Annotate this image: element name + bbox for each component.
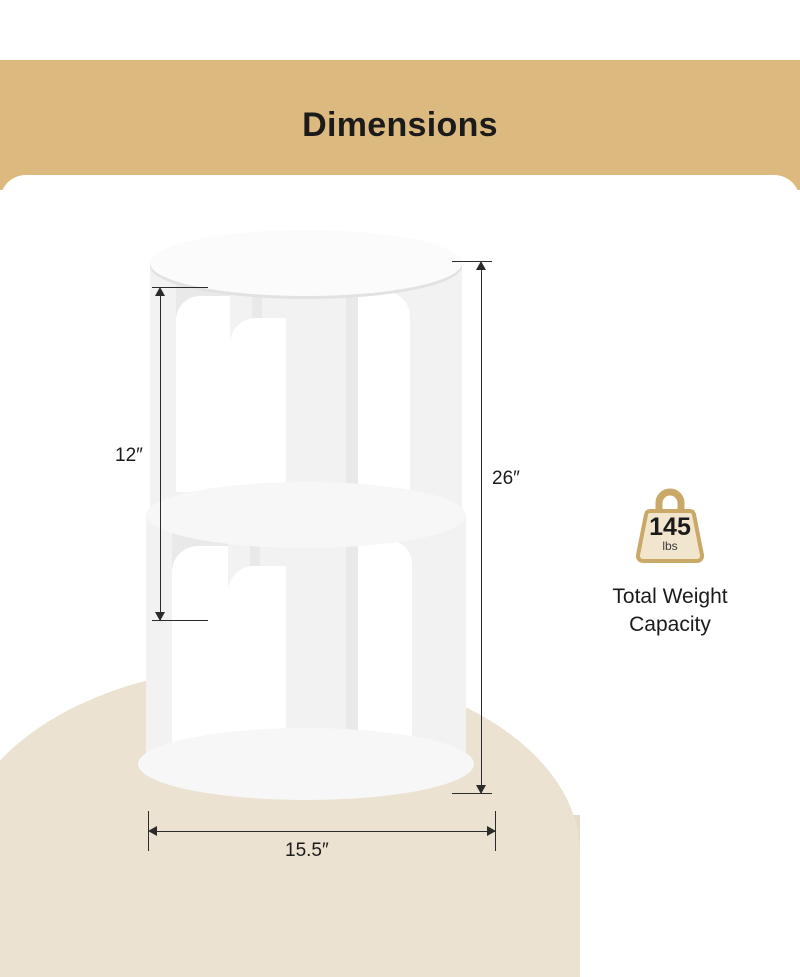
capacity-label-line2: Capacity <box>629 613 711 637</box>
base-board <box>138 728 474 800</box>
dim-label-diameter: 15.5″ <box>285 840 329 861</box>
divider-upper-right-inner <box>346 272 358 500</box>
dim-arrow-diameter-right <box>487 826 496 836</box>
dim-line-shelf-height <box>160 290 161 620</box>
dim-tick-diameter-right <box>495 811 496 851</box>
dim-label-shelf-height: 12″ <box>115 445 143 466</box>
header-inner: Dimensions <box>0 60 800 190</box>
capacity-label-line1: Total Weight <box>612 585 728 608</box>
rotating-bookshelf <box>138 230 480 830</box>
divider-lower-center-front <box>228 566 286 752</box>
dim-line-diameter <box>152 831 496 832</box>
divider-upper-center-front <box>230 318 286 498</box>
dim-arrow-total-height-top <box>476 261 486 270</box>
product-illustration: 12″ 26″ 15.5″ 145 lbs Total Weight Ca <box>0 175 800 977</box>
dim-label-total-height: 26″ <box>492 468 520 489</box>
header-band: Dimensions <box>0 60 800 190</box>
weight-unit: lbs <box>662 539 678 553</box>
middle-board <box>146 482 466 548</box>
dim-line-total-height <box>481 265 482 793</box>
dim-tick-total-bottom <box>452 793 492 794</box>
dim-tick-shelf-top <box>152 287 208 288</box>
dim-tick-shelf-bottom <box>152 620 208 621</box>
dim-tick-total-top <box>452 261 492 262</box>
dim-arrow-shelf-height-bottom <box>155 612 165 621</box>
dim-arrow-total-height-bottom <box>476 785 486 794</box>
weight-capacity-block: 145 lbs Total Weight Capacity <box>560 485 780 640</box>
top-board <box>150 230 462 296</box>
divider-lower-right <box>358 540 412 748</box>
weight-value: 145 <box>649 513 691 541</box>
page-title: Dimensions <box>302 105 498 144</box>
dim-arrow-shelf-height-top <box>155 287 165 296</box>
divider-upper-right <box>358 292 410 496</box>
weight-icon: 145 lbs <box>631 485 709 565</box>
divider-lower-left <box>172 546 228 746</box>
divider-lower-right-inner <box>346 518 358 758</box>
divider-upper-left <box>176 296 230 492</box>
dim-tick-diameter-left <box>148 811 149 851</box>
dim-arrow-diameter-left <box>148 826 157 836</box>
